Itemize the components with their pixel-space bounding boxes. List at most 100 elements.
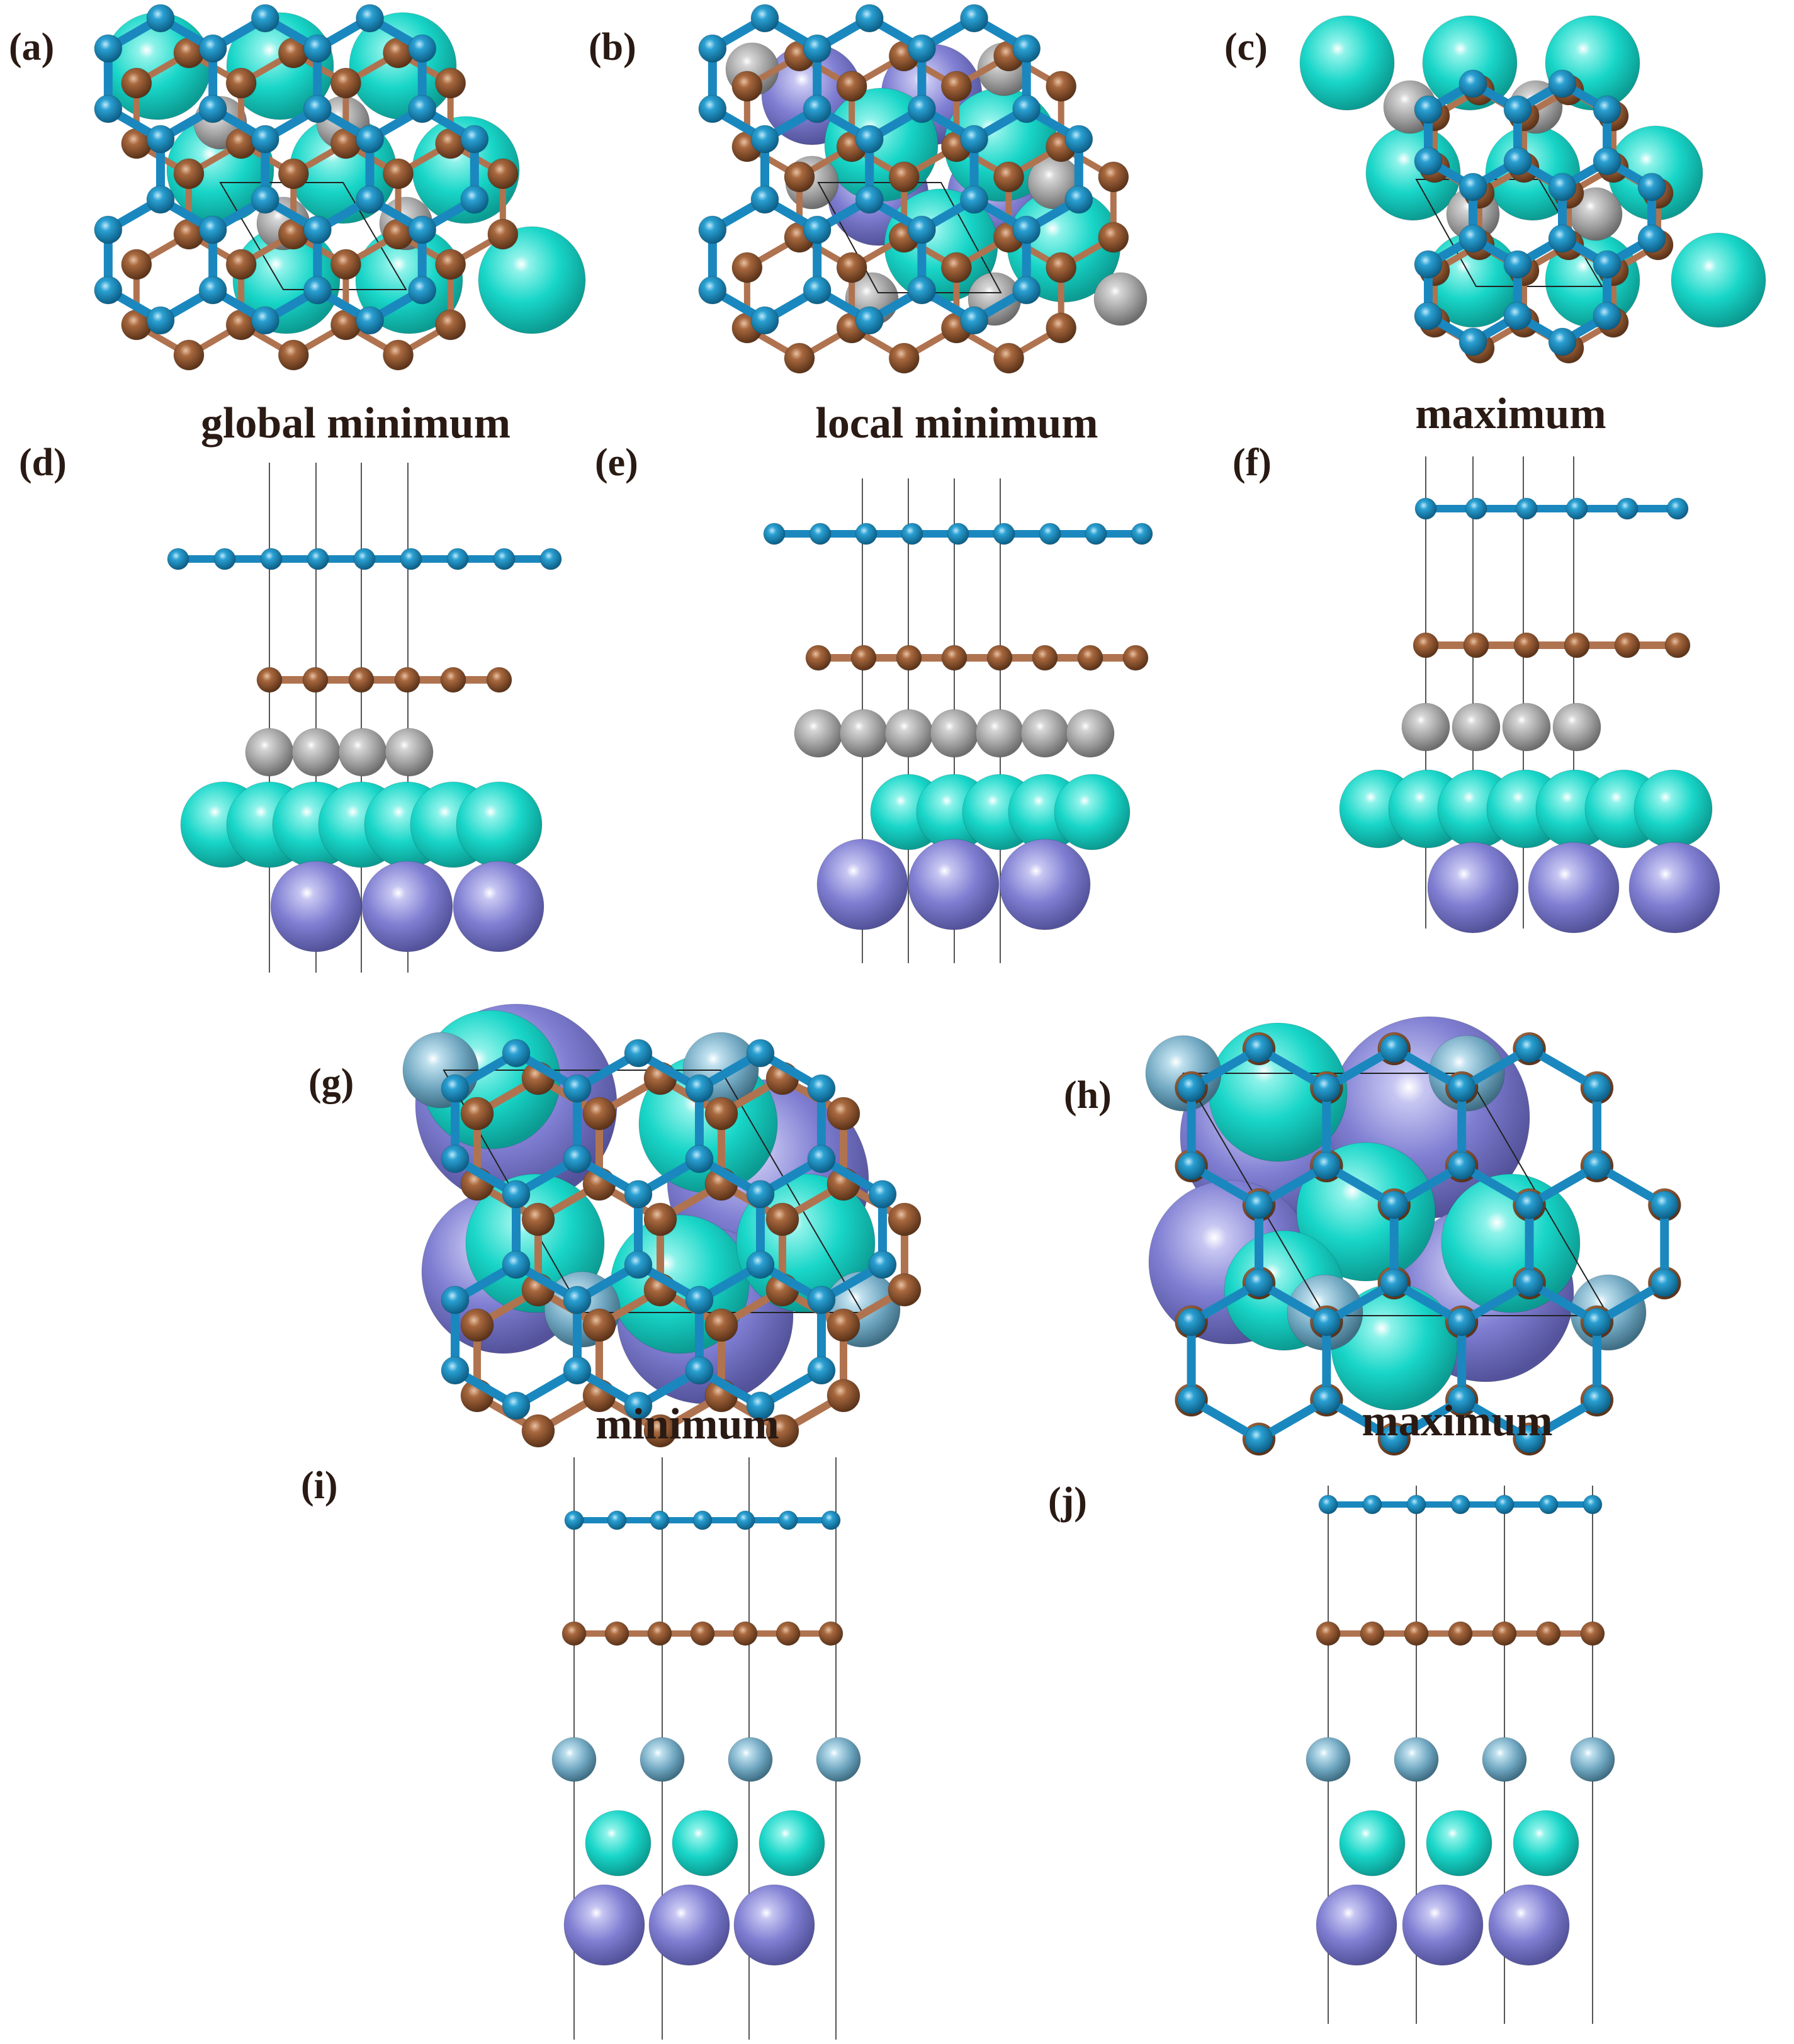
blue-atom [1177,1307,1206,1336]
brown-atom [765,1202,799,1236]
blue-atom [807,1285,836,1314]
blue-atom [803,276,832,305]
blue-atom [1380,1268,1409,1297]
cyan-atom [1513,1810,1579,1877]
blue-atom [1666,497,1689,520]
blue-atom [146,306,175,335]
blue-atom [1503,147,1532,176]
brown-atom [460,1308,494,1342]
panel-label-i: (i) [301,1464,338,1507]
blue-atom [1447,1386,1476,1414]
blue-atom [1244,1425,1273,1454]
brown-atom [1564,632,1590,658]
blue-atom [735,1510,755,1530]
gray-atom [975,709,1024,758]
blue-atom [502,1391,531,1420]
blue-atom [1318,1494,1338,1515]
blue-atom [1637,224,1666,253]
blue-atom [1244,1268,1273,1297]
blue-atom [1650,1268,1679,1297]
cyan-atom [1671,232,1766,328]
blue-atom [855,185,884,214]
blue-atom [198,94,227,123]
brown-atom [1360,1621,1385,1646]
steel-atom [551,1737,597,1782]
blue-atom [746,1039,775,1068]
brown-atom [1046,312,1077,344]
blue-atom [1012,34,1041,63]
brown-atom [121,67,152,99]
purple-atom [1402,1884,1484,1966]
blue-atom [907,276,936,305]
blue-atom [1548,172,1577,201]
blue-atom [1458,224,1487,253]
blue-atom [1414,302,1443,330]
purple-atom [361,861,453,952]
panel-label-a: (a) [9,26,54,69]
blue-atom [1012,215,1041,244]
blue-atom [650,1510,670,1530]
blue-atom [746,1391,775,1420]
brown-atom [460,1097,494,1131]
panel-label-d: (d) [19,441,67,484]
blue-atom [1548,327,1577,356]
blue-atom [807,1356,836,1385]
cyan-atom [1054,774,1131,850]
blue-atom [353,548,376,570]
gray-atom [1066,709,1115,758]
blue-atom [1012,94,1041,123]
brown-atom [888,342,920,374]
brown-atom [225,249,257,280]
brown-atom [256,667,283,693]
brown-atom [647,1621,672,1646]
brown-atom [582,1308,616,1342]
purple-atom [999,838,1091,930]
blue-atom [1085,522,1107,545]
blue-atom [1380,1190,1409,1219]
blue-atom [1414,497,1437,520]
blue-atom [1447,1073,1476,1102]
blue-atom [167,548,189,570]
panel-e-structure [763,478,1153,963]
blue-atom [960,4,989,33]
blue-atom [1447,1307,1476,1336]
panel-label-h: (h) [1064,1074,1112,1117]
brown-atom [704,1097,738,1131]
brown-atom [487,158,519,189]
blue-atom [146,4,175,33]
caption-maximum-top: maximum [1415,390,1606,438]
brown-atom [348,667,375,693]
brown-atom [850,645,877,671]
gray-atom [930,709,979,758]
brown-atom [704,1308,738,1342]
cyan-atom [1426,1810,1492,1877]
caption-maximum-bottom: maximum [1362,1397,1552,1445]
caption-global-minimum: global minimum [201,399,511,448]
panel-label-f: (f) [1233,441,1272,484]
gray-atom [1401,703,1450,752]
blue-atom [1566,497,1588,520]
brown-atom [1448,1621,1473,1646]
blue-atom [1312,1151,1341,1180]
cyan-atom [1339,1810,1406,1877]
blue-atom [441,1285,470,1314]
blue-atom [563,1144,592,1173]
cyan-atom [1299,15,1395,111]
brown-atom [330,67,361,99]
brown-atom [1413,632,1439,658]
blue-atom [1637,172,1666,201]
blue-atom [685,1144,714,1173]
brown-atom [888,161,920,193]
brown-atom [302,667,329,693]
blue-atom [251,4,279,33]
blue-atom [563,1074,592,1103]
blue-atom [94,34,123,63]
panel-c-structure [1299,15,1766,364]
blue-atom [685,1074,714,1103]
brown-atom [521,1202,555,1236]
blue-atom [1593,147,1622,176]
blue-atom [303,34,332,63]
blue-atom [803,94,832,123]
blue-atom [1414,147,1443,176]
panel-label-j: (j) [1048,1480,1087,1523]
